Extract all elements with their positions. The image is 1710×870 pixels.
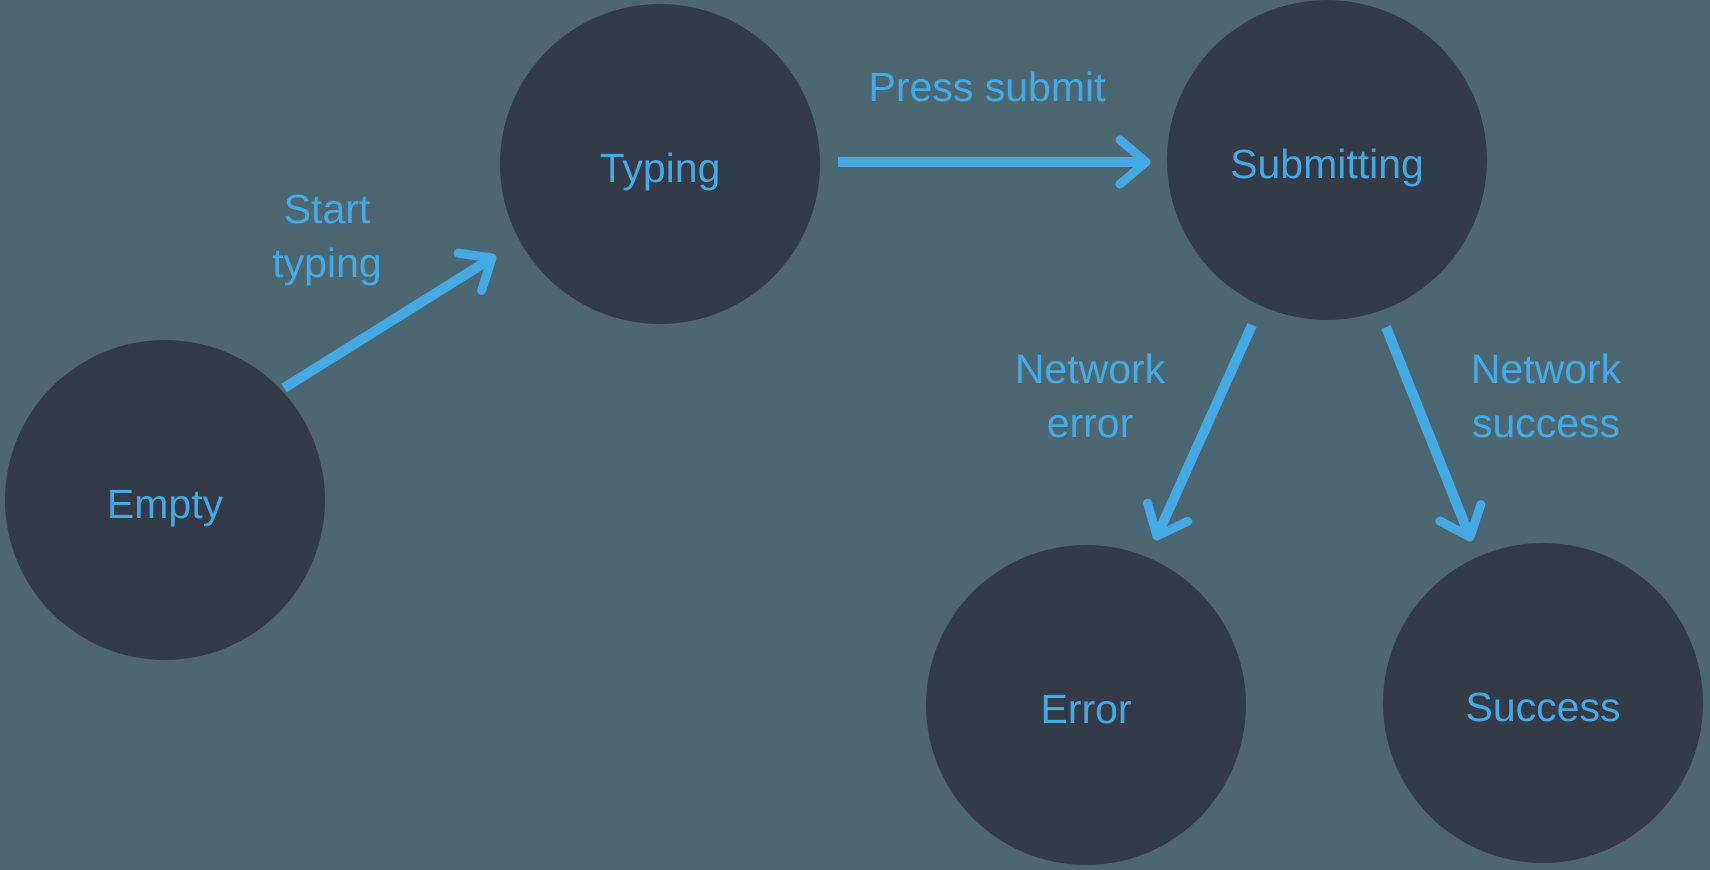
state-node-error: Error bbox=[926, 545, 1246, 865]
state-node-typing: Typing bbox=[500, 4, 820, 324]
state-label-empty: Empty bbox=[106, 481, 224, 528]
edge-label-press-submit: Press submit bbox=[868, 64, 1106, 110]
edge-label-start-typing: Start typing bbox=[272, 186, 382, 286]
edge-label-network-error: Network error bbox=[1014, 346, 1166, 446]
state-label-error: Error bbox=[1040, 686, 1132, 733]
state-label-success: Success bbox=[1465, 684, 1621, 731]
arrow-empty-to-typing bbox=[281, 248, 497, 393]
state-label-typing: Typing bbox=[599, 145, 721, 192]
arrow-submitting-to-success bbox=[1381, 325, 1486, 542]
arrow-submitting-to-error bbox=[1143, 322, 1257, 541]
edge-label-network-success: Network success bbox=[1470, 346, 1622, 446]
state-label-submitting: Submitting bbox=[1230, 141, 1424, 188]
state-node-submitting: Submitting bbox=[1167, 0, 1487, 320]
state-node-success: Success bbox=[1383, 543, 1703, 863]
state-node-empty: Empty bbox=[5, 340, 325, 660]
